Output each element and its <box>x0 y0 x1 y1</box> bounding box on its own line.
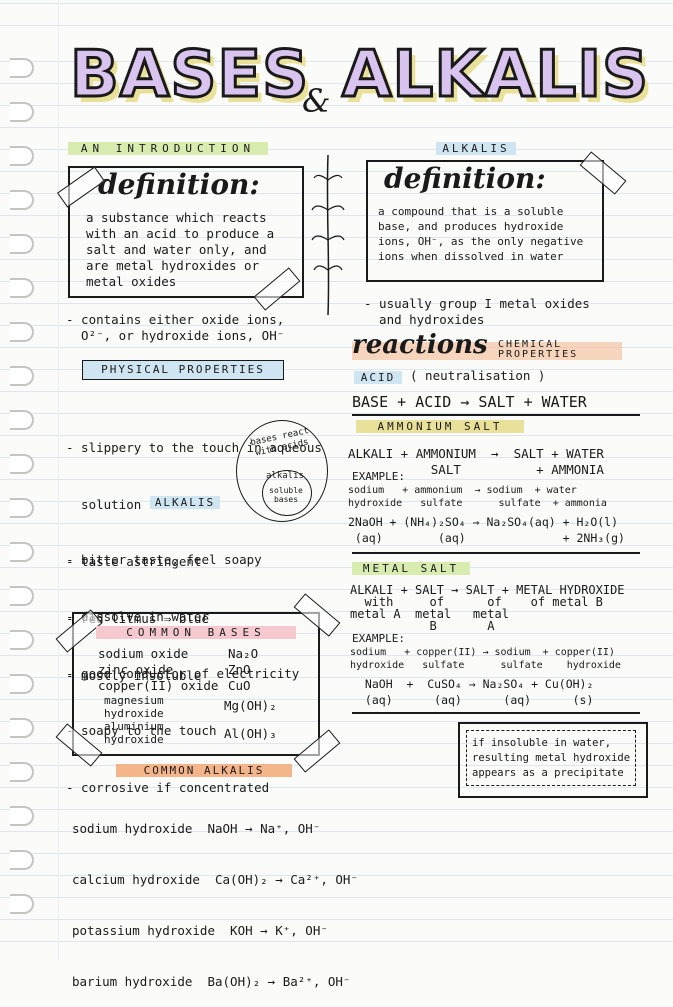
venn-inner-label: alkalis <box>266 471 304 481</box>
list-item: barium hydroxide Ba(OH)₂ → Ba²⁺, OH⁻ <box>72 974 351 989</box>
metal-salt-heading: METAL SALT <box>352 562 470 575</box>
usually-note: - usually group I metal oxides and hydro… <box>364 296 590 327</box>
metal-salt-example: sodium + copper(II) → sodium + copper(II… <box>350 647 621 671</box>
common-bases-heading: COMMON BASES <box>96 626 296 639</box>
title-bases: BASES <box>68 37 310 114</box>
alkali-definition-box: definition: a compound that is a soluble… <box>366 160 604 282</box>
list-item: solution <box>66 497 142 512</box>
venn-inner-sublabel: soluble bases <box>269 486 303 504</box>
insoluble-note-inner <box>466 730 636 786</box>
intro-heading: AN INTRODUCTION <box>68 142 268 155</box>
physical-properties-heading: PHYSICAL PROPERTIES <box>82 360 284 380</box>
metal-salt-equation: ALKALI + SALT → SALT + METAL HYDROXIDE w… <box>350 583 625 633</box>
base-definition-text: a substance which reacts with an acid to… <box>86 210 275 289</box>
list-item: sodium hydroxide NaOH → Na⁺, OH⁻ <box>72 821 321 836</box>
title-alkalis: ALKALIS <box>340 37 650 114</box>
base-formula: Al(OH)₃ <box>224 726 277 741</box>
list-item: - taste astringent <box>66 554 202 569</box>
ammonium-formula: 2NaOH + (NH₄)₂SO₄ → Na₂SO₄(aq) + H₂O(l) … <box>348 515 625 545</box>
alkali-definition-text: a compound that is a soluble base, and p… <box>378 205 584 263</box>
base-formula: Mg(OH)₂ <box>224 698 277 713</box>
insoluble-note-box <box>458 722 648 798</box>
base-name: zinc oxide <box>98 662 174 677</box>
ammonium-equation: ALKALI + AMMONIUM → SALT + WATER SALT + … <box>348 446 604 477</box>
divider <box>352 414 640 416</box>
reactions-highlight <box>352 342 622 360</box>
chemical-properties-label: CHEMICAL PROPERTIES <box>498 339 579 360</box>
margin-line <box>58 0 59 960</box>
bases-properties-list: - slippery to the touch in aqueous solut… <box>66 400 322 704</box>
base-name: aluminium hydroxide <box>104 720 164 746</box>
list-item: - good conductor of electricity <box>66 666 300 681</box>
example-label: EXAMPLE: <box>352 470 405 483</box>
divider <box>352 552 640 554</box>
insoluble-note: if insoluble in water, resulting metal h… <box>472 737 631 779</box>
alkalis-subheading: ALKALIS <box>150 496 220 509</box>
base-formula: ZnO <box>228 662 251 677</box>
acid-note: ( neutralisation ) <box>410 368 546 383</box>
alkali-properties-list: - bitter taste, feel soapy - dissolve in… <box>66 512 299 816</box>
vine-doodle <box>311 154 345 316</box>
venn-inner-circle <box>262 470 312 516</box>
ammonium-example: sodium + ammonium → sodium + water hydro… <box>348 485 607 509</box>
list-item: - bitter taste, feel soapy <box>66 552 262 567</box>
list-item: - soapy to the touch <box>66 723 217 738</box>
alkali-definition-title: definition: <box>384 162 546 195</box>
base-name: copper(II) oxide <box>98 678 219 693</box>
page-title: BASES & ALKALIS <box>68 37 649 128</box>
metal-salt-formula: NaOH + CuSO₄ → Na₂SO₄ + Cu(OH)₂ (aq) (aq… <box>364 677 594 707</box>
venn-outer-circle <box>236 420 328 522</box>
base-name: sodium oxide <box>98 646 189 661</box>
common-alkalis-heading: COMMON ALKALIS <box>116 764 292 777</box>
common-bases-box <box>72 612 320 756</box>
base-definition-title: definition: <box>98 168 260 201</box>
list-item: - corrosive if concentrated <box>66 780 270 795</box>
reactions-title: reactions <box>352 330 488 360</box>
ammonium-heading: AMMONIUM SALT <box>356 420 524 433</box>
common-alkalis-list: sodium hydroxide NaOH → Na⁺, OH⁻ calcium… <box>72 786 358 1007</box>
list-item: potassium hydroxide KOH → K⁺, OH⁻ <box>72 923 328 938</box>
base-formula: CuO <box>228 678 251 693</box>
list-item: - mostly insoluble <box>66 668 202 683</box>
base-definition-box: definition: a substance which reacts wit… <box>68 166 304 298</box>
divider <box>352 712 640 714</box>
alkalis-heading: ALKALIS <box>436 142 516 155</box>
list-item: calcium hydroxide Ca(OH)₂ → Ca²⁺, OH⁻ <box>72 872 358 887</box>
base-formula: Na₂O <box>228 646 259 661</box>
acid-heading: ACID <box>354 371 402 384</box>
acid-equation: BASE + ACID → SALT + WATER <box>352 393 587 411</box>
base-name: magnesium hydroxide <box>104 694 164 720</box>
title-ampersand: & <box>302 82 331 120</box>
example-label: EXAMPLE: <box>352 632 405 645</box>
contains-note: - contains either oxide ions, O²⁻, or hy… <box>66 312 285 343</box>
